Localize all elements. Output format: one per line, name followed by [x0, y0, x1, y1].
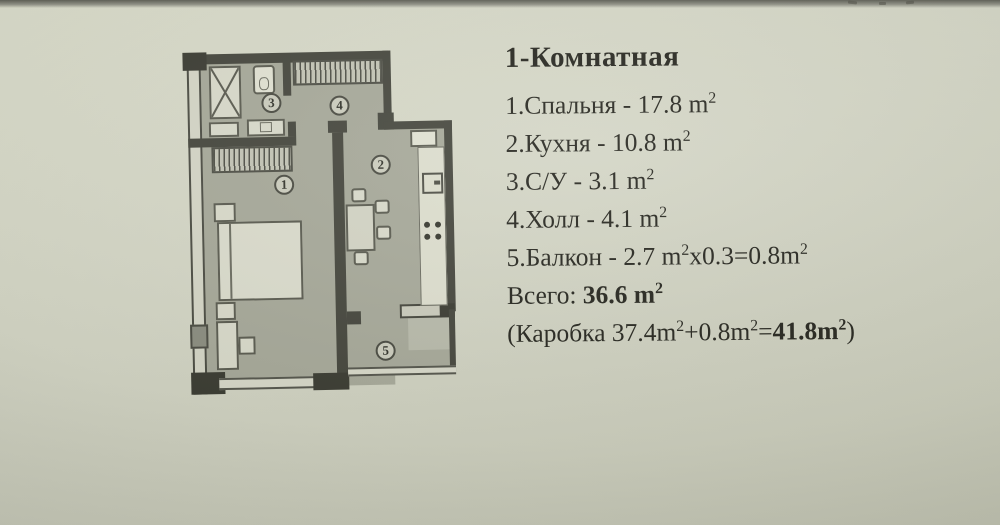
burner — [424, 233, 431, 240]
legend-lines: 1.Спальня - 17.8 m2 2.Кухня - 10.8 m2 3.С/… — [505, 83, 957, 353]
wall-bedroom-bottom-right-block — [313, 372, 350, 391]
window-balcony-bottom — [347, 365, 457, 377]
wall-divider-door-cap — [327, 120, 348, 133]
dining-table — [345, 203, 376, 252]
bed-headboard — [218, 223, 233, 300]
room-number-label: 3 — [268, 94, 275, 111]
photo-top-edge — [0, 0, 1000, 8]
shower-icon — [208, 65, 242, 120]
burner — [423, 221, 431, 228]
washbasin-icon — [246, 118, 286, 137]
legend-line: Всего: 36.6 m2 — [506, 279, 664, 310]
toilet-icon — [252, 64, 276, 95]
legend-line: 1.Спальня - 17.8 m2 — [505, 89, 717, 120]
room-number-label: 2 — [377, 156, 385, 172]
chair — [351, 188, 367, 203]
toilet-bowl — [258, 77, 270, 91]
room-number-label: 4 — [336, 97, 343, 113]
dresser-side-table — [238, 336, 256, 355]
washbasin-bowl — [259, 122, 273, 133]
legend-line: 2.Кухня - 10.8 m2 — [505, 127, 691, 158]
bathroom-cabinet — [208, 121, 240, 138]
window-bedroom-bottom — [219, 376, 322, 391]
floor-plan: 1 2 3 4 5 — [182, 47, 461, 403]
floor-balcony-light-patch — [407, 317, 453, 351]
wall-bathroom-right — [282, 54, 292, 96]
bedroom-wardrobe-hatch — [211, 145, 293, 174]
room-number-label: 5 — [382, 342, 390, 358]
faucet — [434, 180, 441, 185]
chair — [376, 225, 392, 240]
legend-line: 4.Холл - 4.1 m2 — [506, 203, 668, 234]
sink-icon — [421, 172, 444, 194]
room-number-label: 1 — [280, 176, 288, 192]
bed — [216, 220, 304, 302]
wall-balcony-right — [448, 309, 457, 372]
legend-line: (Каробка 37.4m2+0.8m2=41.8m2) — [507, 315, 856, 348]
hall-wardrobe-hatch — [292, 58, 384, 86]
dresser — [215, 320, 240, 371]
burner — [434, 221, 442, 228]
shower-cross-icon — [210, 67, 240, 118]
vent-shaft-box — [410, 129, 438, 148]
legend-line: 5.Балкон - 2.7 m2x0.3=0.8m2 — [506, 240, 808, 272]
wall-corner-top-left — [182, 52, 207, 71]
legend-line: 3.С/У - 3.1 m2 — [505, 165, 655, 196]
nightstand — [215, 301, 236, 321]
stove-icon — [421, 218, 445, 245]
chair — [374, 199, 390, 214]
nightstand — [213, 202, 236, 223]
burner — [435, 233, 442, 240]
apartment-type-title: 1-Комнатная — [504, 40, 680, 74]
area-legend: 1-Комнатная 1.Спальня - 17.8 m2 2.Кухня -… — [505, 38, 958, 353]
chair — [353, 251, 369, 266]
wall-kitchen-top — [383, 120, 453, 130]
paper-speck — [879, 2, 886, 5]
wall-pier-left — [190, 324, 209, 349]
wall-bathroom-door-jamb — [287, 121, 297, 137]
wall-balcony-door-jamb — [346, 311, 362, 325]
